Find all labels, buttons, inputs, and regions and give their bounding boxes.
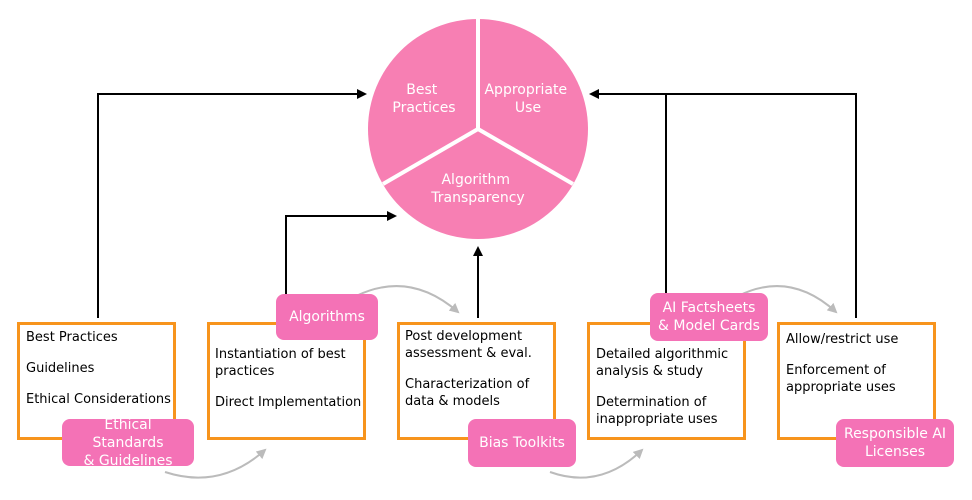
- tag-bias-toolkits: Bias Toolkits: [468, 419, 576, 467]
- flow-arrow-1-to-2: [164, 448, 267, 479]
- stage-items-algorithms: Instantiation of best practices Direct I…: [215, 346, 363, 411]
- flow-arrow-2-to-3: [355, 285, 460, 314]
- flow-arrow-3-to-4: [549, 448, 644, 479]
- list-item: Instantiation of best practices: [215, 347, 346, 379]
- list-item: Characterization of data & models: [405, 377, 530, 409]
- list-item: Post development assessment & eval.: [405, 329, 532, 361]
- pie-divider-left: [381, 127, 480, 186]
- pie-divider-right: [476, 127, 575, 186]
- arrow-algorithms-to-transparency: [285, 211, 397, 294]
- tag-ai-factsheets: AI Factsheets& Model Cards: [650, 293, 768, 341]
- pie-chart: Best Practices Appropriate Use Algorithm…: [368, 19, 588, 239]
- stage-items-ethical-standards: Best Practices Guidelines Ethical Consid…: [26, 329, 176, 408]
- stage-box-ai-factsheets: [587, 322, 746, 440]
- arrow-ethics-to-best-practices: [97, 89, 367, 318]
- tag-algorithms: Algorithms: [276, 294, 378, 340]
- stage-items-bias-toolkits: Post development assessment & eval. Char…: [405, 328, 553, 410]
- flow-arrow-4-to-5: [737, 285, 838, 314]
- pie-segment-label-algorithm-transparency: Algorithm Transparency: [430, 172, 524, 206]
- list-item: Detailed algorithmic analysis & study: [596, 347, 729, 379]
- pie-segment-label-appropriate-use: Appropriate Use: [484, 82, 571, 116]
- list-item: Determination of inappropriate uses: [596, 395, 718, 427]
- list-item: Best Practices: [26, 330, 118, 345]
- arrow-factsheets-to-appropriate-use: [589, 89, 667, 294]
- list-item: Direct Implementation: [215, 395, 362, 410]
- tag-ethical-standards: Ethical Standards& Guidelines: [62, 417, 194, 469]
- stage-box-algorithms: [207, 322, 366, 440]
- pie-segment-label-best-practices: Best Practices: [392, 82, 455, 116]
- stage-items-ai-factsheets: Detailed algorithmic analysis & study De…: [596, 346, 742, 428]
- list-item: Enforcement of appropriate uses: [786, 363, 896, 395]
- arrow-licenses-to-appropriate-use: [666, 93, 857, 318]
- stage-items-responsible-ai: Allow/restrict use Enforcement of approp…: [786, 331, 932, 396]
- list-item: Allow/restrict use: [786, 332, 899, 347]
- list-item: Ethical Considerations: [26, 392, 171, 407]
- list-item: Guidelines: [26, 361, 95, 376]
